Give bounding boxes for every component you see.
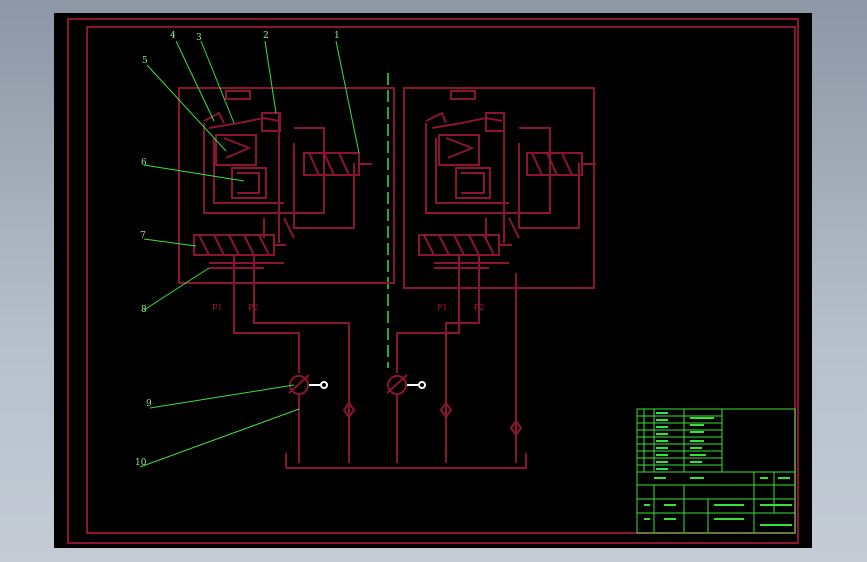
title-block	[636, 408, 796, 534]
left-control-unit	[178, 87, 395, 313]
part-label-10: 10	[135, 458, 147, 468]
cad-viewport[interactable]: 1 2 3 4 5 6 7 8 9 10 P1 P2 P1 P2	[54, 13, 812, 548]
right-port-p2: P2	[474, 303, 485, 312]
part-label-8: 8	[141, 305, 147, 315]
part-label-1: 1	[334, 31, 340, 41]
part-label-2: 2	[263, 31, 269, 41]
left-port-p2: P2	[248, 303, 259, 312]
part-label-9: 9	[146, 399, 152, 409]
right-control-unit	[403, 87, 596, 313]
motor-shaft-symbols	[309, 381, 426, 389]
inner-border	[86, 26, 796, 534]
left-port-p1: P1	[212, 303, 223, 312]
leader-lines	[139, 40, 360, 468]
pressure-lines	[233, 273, 527, 469]
part-label-6: 6	[141, 158, 147, 168]
title-block-text-marks	[644, 412, 792, 526]
hydraulic-schematic	[67, 18, 799, 544]
outer-border	[67, 18, 799, 544]
part-label-5: 5	[142, 56, 148, 66]
part-label-7: 7	[140, 231, 146, 241]
part-label-3: 3	[196, 33, 202, 43]
pump-symbols	[288, 374, 408, 413]
right-port-p1: P1	[437, 303, 448, 312]
part-label-4: 4	[170, 31, 176, 41]
